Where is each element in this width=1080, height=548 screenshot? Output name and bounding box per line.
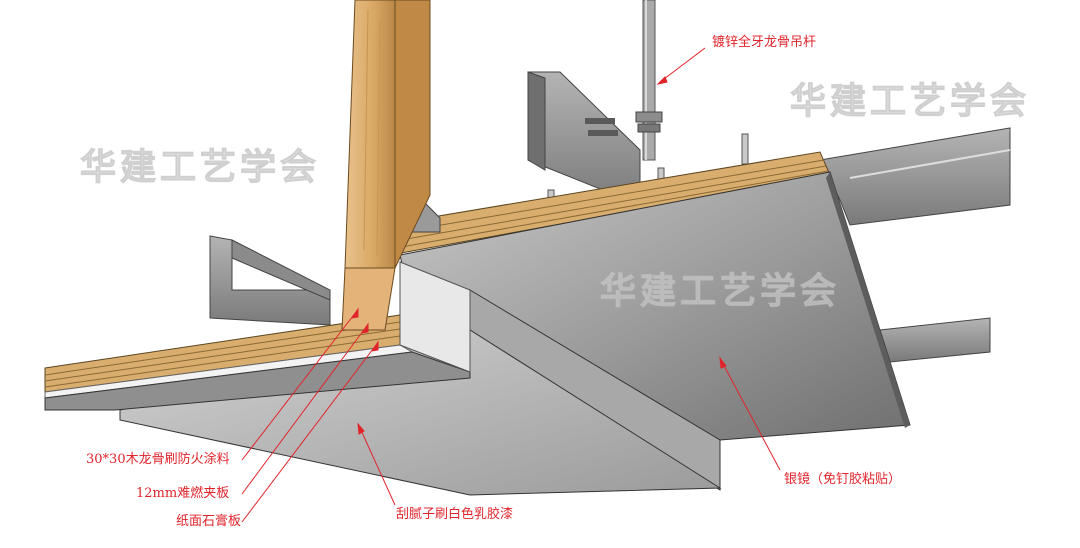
- leader-lines: [241, 47, 781, 523]
- arrowhead-wood-keel: [350, 307, 359, 319]
- leader-mirror: [721, 361, 781, 471]
- leader-rod: [659, 47, 706, 83]
- label-wood-keel: 30*30木龙骨刷防火涂料: [86, 452, 230, 467]
- arrowhead-paint: [357, 422, 365, 435]
- label-silver-mirror: 银镜（免钉胶粘贴）: [784, 472, 902, 487]
- label-paint-finish: 刮腻子刷白色乳胶漆: [396, 507, 514, 522]
- watermark-center: 华建工艺学会: [599, 271, 841, 313]
- arrowhead-mirror: [719, 356, 727, 369]
- leader-wood-keel: [241, 311, 357, 461]
- steel-bracket-left: [209, 235, 331, 326]
- label-plywood: 12mm难燃夹板: [136, 486, 230, 501]
- steel-channel-main: [819, 127, 1011, 363]
- threaded-rod: [635, 0, 663, 161]
- watermark-right: 华建工艺学会: [789, 81, 1031, 123]
- arrowhead-plywood: [360, 322, 369, 334]
- leader-paint: [359, 427, 396, 506]
- watermark-left: 华建工艺学会: [79, 147, 321, 189]
- arrowhead-rod: [656, 76, 668, 85]
- leader-plywood: [241, 326, 367, 495]
- leader-gypsum: [241, 344, 377, 523]
- label-gypsum-board: 纸面石膏板: [176, 514, 242, 529]
- arrowhead-gypsum: [370, 340, 379, 352]
- label-threaded-rod: 镀锌全牙龙骨吊杆: [712, 35, 817, 50]
- steel-channel-upper: [527, 71, 641, 206]
- wood-keel: [341, 0, 431, 331]
